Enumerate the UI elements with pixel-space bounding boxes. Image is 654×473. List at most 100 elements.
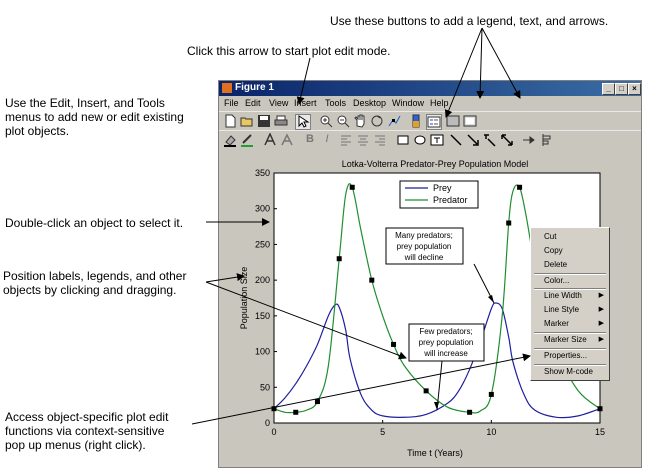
context-menu-line-style[interactable]: Line Style [544, 305, 580, 314]
figure-toolbar [219, 111, 641, 130]
context-menu-marker[interactable]: Marker [544, 319, 569, 328]
y-tick-label: 200 [255, 275, 270, 285]
align-center-icon[interactable] [356, 133, 370, 147]
callout-edit-arrow: Click this arrow to start plot edit mode… [187, 44, 391, 58]
selection-handle[interactable] [369, 277, 375, 283]
context-menu-delete[interactable]: Delete [544, 260, 568, 269]
rotate-3d-icon[interactable] [370, 114, 384, 128]
annotation-few-predators[interactable]: Few predators; prey population will incr… [408, 323, 485, 411]
menu-window[interactable]: Window [392, 98, 425, 108]
selection-handle[interactable] [467, 409, 473, 415]
callout-menus-line: plot objects. [5, 124, 70, 138]
callout-double-click: Double-click an object to select it. [5, 216, 184, 230]
bold-button[interactable]: B [306, 133, 314, 145]
annotation-line: will increase [423, 349, 468, 358]
legend[interactable]: Prey Predator [399, 180, 479, 209]
pan-hand-icon[interactable] [353, 114, 367, 128]
selection-handle[interactable] [391, 341, 397, 347]
selection-handle[interactable] [506, 220, 512, 226]
x-tick-label: 5 [380, 427, 385, 437]
menu-help[interactable]: Help [430, 98, 449, 108]
context-menu-marker-size[interactable]: Marker Size [544, 335, 587, 344]
font-icon[interactable] [280, 133, 294, 147]
selection-handle[interactable] [336, 256, 342, 262]
window-titlebar[interactable]: Figure 1 _ □ × [219, 81, 641, 96]
arrow-icon[interactable] [466, 133, 480, 147]
context-menu-show-m-code[interactable]: Show M-code [544, 367, 593, 376]
y-tick-label: 0 [265, 418, 270, 428]
selection-handle[interactable] [597, 406, 603, 412]
selection-handle[interactable] [293, 409, 299, 415]
selection-handle[interactable] [517, 184, 523, 190]
minimize-button[interactable]: _ [602, 83, 615, 95]
selection-handle[interactable] [349, 184, 355, 190]
x-axis-label: Time t (Years) [407, 448, 463, 458]
zoom-in-icon[interactable] [319, 114, 333, 128]
chart-title: Lotka-Volterra Predator-Prey Population … [342, 159, 529, 169]
x-tick-label: 0 [271, 427, 276, 437]
new-figure-icon[interactable] [223, 114, 237, 128]
italic-button[interactable]: I [325, 133, 329, 145]
callout-access-line: Access object-specific plot edit [5, 410, 169, 424]
context-menu-line-width[interactable]: Line Width [544, 291, 582, 300]
selection-handle[interactable] [423, 388, 429, 394]
align-distribute-icon[interactable] [539, 133, 553, 147]
menu-view[interactable]: View [269, 98, 289, 108]
context-menu-separator [534, 332, 606, 334]
zoom-out-icon[interactable] [336, 114, 350, 128]
maximize-button[interactable]: □ [615, 83, 628, 95]
annotation-many-predators[interactable]: Many predators; prey population will dec… [385, 227, 495, 304]
annotation-line: Many predators; [395, 231, 453, 240]
callout-position-line: objects by clicking and dragging. [3, 283, 177, 297]
textbox-icon[interactable] [430, 133, 444, 147]
context-menu-copy[interactable]: Copy [544, 246, 563, 255]
menu-edit[interactable]: Edit [245, 98, 261, 108]
y-tick-label: 350 [255, 168, 270, 178]
context-menu-cut[interactable]: Cut [544, 232, 557, 241]
y-tick-label: 150 [255, 311, 270, 321]
menu-desktop[interactable]: Desktop [353, 98, 387, 108]
context-menu-properties[interactable]: Properties... [544, 351, 588, 360]
close-button[interactable]: × [628, 83, 641, 95]
face-color-icon[interactable] [223, 133, 237, 147]
callout-menus-line: Use the Edit, Insert, and Tools [5, 96, 165, 110]
rectangle-icon[interactable] [396, 133, 410, 147]
line-icon[interactable] [449, 133, 463, 147]
y-tick-label: 300 [255, 204, 270, 214]
legend-predator-label: Predator [433, 195, 468, 205]
edit-plot-arrow-icon[interactable] [295, 114, 311, 130]
matlab-logo-icon [222, 83, 232, 93]
data-cursor-icon[interactable] [387, 114, 401, 128]
align-left-icon[interactable] [339, 133, 353, 147]
selection-handle[interactable] [271, 406, 277, 412]
open-file-icon[interactable] [240, 114, 254, 128]
print-icon[interactable] [274, 114, 288, 128]
submenu-arrow-icon: ▶ [598, 292, 604, 299]
y-axis-label: Population Size [239, 267, 249, 330]
edge-color-icon[interactable] [240, 133, 254, 147]
menu-tools[interactable]: Tools [325, 98, 347, 108]
legend-prey-label: Prey [433, 183, 452, 193]
font-color-icon[interactable] [263, 133, 277, 147]
selection-handle[interactable] [314, 399, 320, 405]
save-icon[interactable] [257, 114, 271, 128]
annotation-line: will decline [404, 253, 444, 262]
align-right-icon[interactable] [373, 133, 387, 147]
text-arrow-icon[interactable] [483, 133, 497, 147]
submenu-arrow-icon: ▶ [598, 306, 604, 313]
context-menu-separator [534, 364, 606, 366]
context-menu: Cut Copy Delete Color... Line Width ▶ Li… [530, 227, 610, 381]
context-menu-color[interactable]: Color... [544, 276, 570, 285]
ellipse-icon[interactable] [413, 133, 427, 147]
menu-file[interactable]: File [224, 98, 239, 108]
selection-handle[interactable] [488, 391, 494, 397]
x-tick-label: 10 [486, 427, 496, 437]
context-menu-separator [534, 348, 606, 350]
callout-access-line: pop up menus (right click). [5, 438, 146, 452]
insert-legend-icon[interactable] [426, 114, 442, 130]
annotation-arrowhead [488, 295, 494, 303]
pin-icon[interactable] [522, 133, 536, 147]
insert-colorbar-icon[interactable] [409, 114, 423, 128]
callout-position: Position labels, legends, and other obje… [3, 269, 186, 297]
double-arrow-icon[interactable] [500, 133, 514, 147]
